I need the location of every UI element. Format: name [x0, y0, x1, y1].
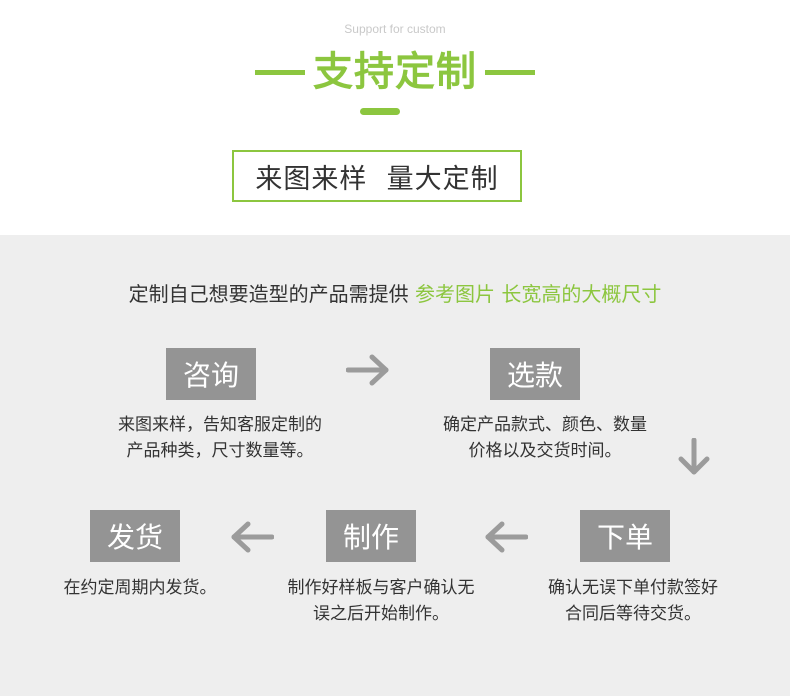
arrow-left-icon: [482, 520, 528, 554]
step-select-desc: 确定产品款式、颜色、数量 价格以及交货时间。: [400, 412, 690, 464]
step-select: 选款: [490, 348, 580, 400]
step-select-desc-line1: 确定产品款式、颜色、数量: [443, 415, 647, 435]
step-produce-desc-line2: 误之后开始制作。: [313, 604, 449, 624]
header-section: Support for custom 支持定制 来图来样 量大定制: [0, 0, 790, 235]
arrow-down-icon: [677, 438, 711, 478]
step-produce-desc: 制作好样板与客户确认无 误之后开始制作。: [256, 575, 506, 627]
step-ship-desc: 在约定周期内发货。: [30, 575, 250, 601]
step-consult-desc: 来图来样，告知客服定制的 产品种类，尺寸数量等。: [70, 412, 370, 464]
arrow-right-icon: [346, 353, 392, 387]
step-ship: 发货: [90, 510, 180, 562]
intro-highlight: 参考图片 长宽高的大概尺寸: [415, 282, 662, 306]
step-order-desc-line1: 确认无误下单付款签好: [548, 578, 718, 598]
tagline-box: 来图来样 量大定制: [232, 150, 522, 202]
step-select-desc-line2: 价格以及交货时间。: [468, 441, 622, 461]
step-produce: 制作: [326, 510, 416, 562]
process-panel: [0, 235, 790, 696]
step-consult: 咨询: [166, 348, 256, 400]
title-underline: [360, 108, 400, 115]
intro-prefix: 定制自己想要造型的产品需提供: [128, 282, 415, 306]
step-ship-desc-line1: 在约定周期内发货。: [63, 578, 217, 598]
intro-text: 定制自己想要造型的产品需提供 参考图片 长宽高的大概尺寸: [0, 278, 790, 307]
title-dash-left: [255, 69, 305, 75]
step-order-desc-line2: 合同后等待交货。: [565, 604, 701, 624]
step-produce-desc-line1: 制作好样板与客户确认无: [287, 578, 475, 598]
step-consult-desc-line2: 产品种类，尺寸数量等。: [126, 441, 314, 461]
step-consult-desc-line1: 来图来样，告知客服定制的: [118, 415, 322, 435]
arrow-left-icon: [228, 520, 274, 554]
english-subtitle: Support for custom: [344, 22, 446, 36]
step-order-desc: 确认无误下单付款签好 合同后等待交货。: [518, 575, 748, 627]
page-title: 支持定制: [313, 49, 477, 95]
step-order: 下单: [580, 510, 670, 562]
title-row: 支持定制: [0, 44, 790, 100]
title-dash-right: [485, 69, 535, 75]
